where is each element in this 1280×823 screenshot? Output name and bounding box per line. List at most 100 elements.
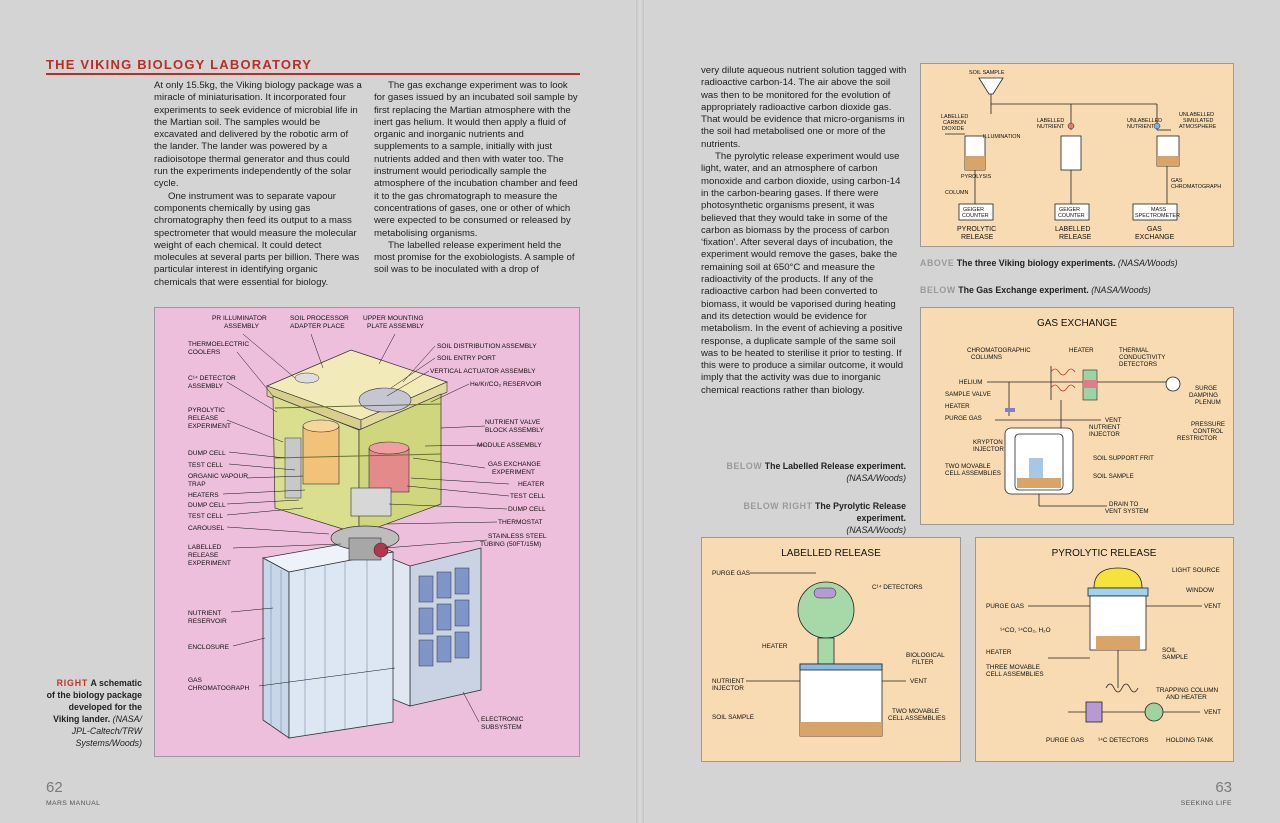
page-number-left: 62 [46, 779, 63, 796]
label-surge-3: PLENUM [1195, 399, 1221, 406]
label-heater-top: HEATER [1069, 347, 1094, 354]
label-nutrient-reservoir: NUTRIENT [188, 610, 221, 617]
caption-text: The three Viking biology experiments. [956, 258, 1116, 268]
label-nutrient-inj: NUTRIENT [712, 678, 744, 685]
footer-left: MARS MANUAL [46, 800, 101, 807]
label-pyrolytic-release-2: RELEASE [961, 234, 994, 241]
label-vent-2: VENT [1204, 709, 1221, 716]
label-gas-exch: GAS [1147, 226, 1162, 233]
label-gas-exchange: GAS EXCHANGE [488, 461, 541, 468]
label-organic-vapour: ORGANIC VAPOUR [188, 473, 248, 480]
label-heater: HEATER [762, 643, 788, 650]
label-illumination: ILLUMINATION [983, 134, 1020, 140]
label-labelled-co2-2: CARBON [943, 120, 966, 126]
label-heaters: HEATERS [188, 492, 219, 499]
label-heater: HEATER [986, 649, 1012, 656]
label-soil-support: SOIL SUPPORT FRIT [1093, 455, 1154, 462]
label-thermal-3: DETECTORS [1119, 361, 1157, 368]
label-drain: DRAIN TO [1109, 501, 1139, 508]
label-two-movable-2: CELL ASSEMBLIES [945, 470, 1001, 477]
label-purge-gas: PURGE GAS [712, 570, 750, 577]
label-nutrient-valve: NUTRIENT VALVE [485, 419, 541, 426]
pyrolytic-release-diagram: PYROLYTIC RELEASE LIGHT SOURCE WINDOW PU… [975, 537, 1234, 762]
caption-source: (NASA/Woods) [1091, 285, 1151, 295]
caption-lead: ABOVE [920, 258, 955, 268]
label-labelled-co2: LABELLED [941, 114, 968, 120]
upper-mounting-plate [265, 349, 449, 431]
caption-source: (NASA/Woods) [846, 473, 906, 483]
diagram-lines [945, 77, 1180, 221]
label-labelled-release: LABELLED [188, 544, 222, 551]
label-nutrient-inj: NUTRIENT [1089, 424, 1120, 431]
label-unlabelled-nutrient-2: NUTRIENT [1127, 124, 1155, 130]
label-stainless-steel-2: TUBING (50FT/15M) [480, 541, 541, 548]
label-gas-chromatograph: GAS [188, 677, 203, 684]
caption-text: The Gas Exchange experiment. [958, 285, 1089, 295]
label-pressure-2: CONTROL [1193, 428, 1224, 435]
label-vent: VENT [1105, 417, 1122, 424]
label-upper-mounting-2: PLATE ASSEMBLY [367, 323, 425, 330]
label-c14-detector: C¹⁴ DETECTOR [188, 375, 236, 382]
label-thermal: THERMAL [1119, 347, 1149, 354]
label-labelled-release-2: RELEASE [188, 552, 219, 559]
label-upper-mounting: UPPER MOUNTING [363, 315, 423, 322]
page-number-right: 63 [1215, 779, 1232, 796]
caption-pyrolytic-release: BELOW RIGHT The Pyrolytic Release experi… [700, 500, 906, 536]
label-dump-cell-2: DUMP CELL [188, 502, 226, 509]
label-c14-detector-2: ASSEMBLY [188, 383, 224, 390]
caption-source: (NASA/Woods) [846, 525, 906, 535]
label-unlabelled-atm-2: SIMULATED [1183, 118, 1214, 124]
caption-lead: BELOW RIGHT [743, 501, 813, 511]
label-thermoelectric: THERMOELECTRIC [188, 341, 249, 348]
label-labelled-nutrient-2: NUTRIENT [1037, 124, 1065, 130]
label-drain-2: VENT SYSTEM [1105, 508, 1149, 515]
label-purge-gas-2: PURGE GAS [1046, 737, 1084, 744]
label-soil-entry: SOIL ENTRY PORT [437, 355, 496, 362]
biology-package-schematic: PR ILLUMINATOR ASSEMBLY SOIL PROCESSOR A… [154, 307, 580, 757]
label-pyrolysis: PYROLYSIS [961, 174, 992, 180]
caption-text: The Labelled Release experiment. [764, 461, 906, 471]
paragraph: One instrument was to separate vapour co… [154, 190, 360, 288]
label-three-movable-2: CELL ASSEMBLIES [986, 671, 1044, 678]
label-nutrient-inj-2: INJECTOR [712, 685, 744, 692]
label-gas-chromatograph-2: CHROMATOGRAPH [188, 685, 250, 692]
instrument-frame [272, 393, 442, 561]
label-unlabelled-nutrient: UNLABELLED [1127, 118, 1162, 124]
label-pressure-3: RESTRICTOR [1177, 435, 1218, 442]
label-mass-spec: MASS [1151, 207, 1167, 213]
label-surge: SURGE [1195, 385, 1217, 392]
label-soil-sample: SOIL SAMPLE [1093, 473, 1134, 480]
label-dump-cell: DUMP CELL [188, 450, 226, 457]
label-module-assembly: MODULE ASSEMBLY [477, 442, 542, 449]
label-helium: HELIUM [959, 379, 982, 386]
caption-lead: BELOW [726, 461, 763, 471]
label-light-source: LIGHT SOURCE [1172, 567, 1220, 574]
label-test-cell: TEST CELL [188, 462, 223, 469]
label-labelled-release-3: EXPERIMENT [188, 560, 231, 567]
label-window: WINDOW [1186, 587, 1215, 594]
pyrolytic-release-title: PYROLYTIC RELEASE [1052, 548, 1157, 559]
label-gases: ¹⁴CO, ¹⁴CO₂, H₂O [1000, 627, 1051, 634]
gas-chromatograph-box [384, 547, 482, 707]
label-electronic: ELECTRONIC [481, 716, 524, 723]
label-column: COLUMN [945, 190, 968, 196]
label-geiger-1b: COUNTER [962, 213, 989, 219]
label-test-cell-2: TEST CELL [188, 513, 223, 520]
label-bio-filter-2: FILTER [912, 659, 934, 666]
paragraph: The labelled release experiment held the… [374, 239, 575, 276]
label-two-movable: TWO MOVABLE [945, 463, 991, 470]
label-two-movable-2: CELL ASSEMBLIES [888, 715, 946, 722]
label-gas-chrom: GAS [1171, 178, 1183, 184]
paragraph: At only 15.5kg, the Viking biology packa… [154, 80, 362, 190]
label-nutrient-inj-2: INJECTOR [1089, 431, 1120, 438]
labelled-release-diagram: LABELLED RELEASE PURGE GAS C¹⁴ DETECTORS… [701, 537, 961, 762]
label-chrom-columns: CHROMATOGRAPHIC [967, 347, 1031, 354]
label-stainless-steel: STAINLESS STEEL [488, 533, 547, 540]
label-he-kr-co2: He/Kr/CO₂ RESERVOIR [470, 381, 542, 388]
label-unlabelled-atm: UNLABELLED [1179, 112, 1214, 118]
label-electronic-2: SUBSYSTEM [481, 724, 522, 731]
label-geiger-2: GEIGER [1059, 207, 1080, 213]
label-labelled-co2-3: DIOXIDE [942, 126, 965, 132]
label-krypton-2: INJECTOR [973, 446, 1004, 453]
label-two-movable: TWO MOVABLE [892, 708, 939, 715]
